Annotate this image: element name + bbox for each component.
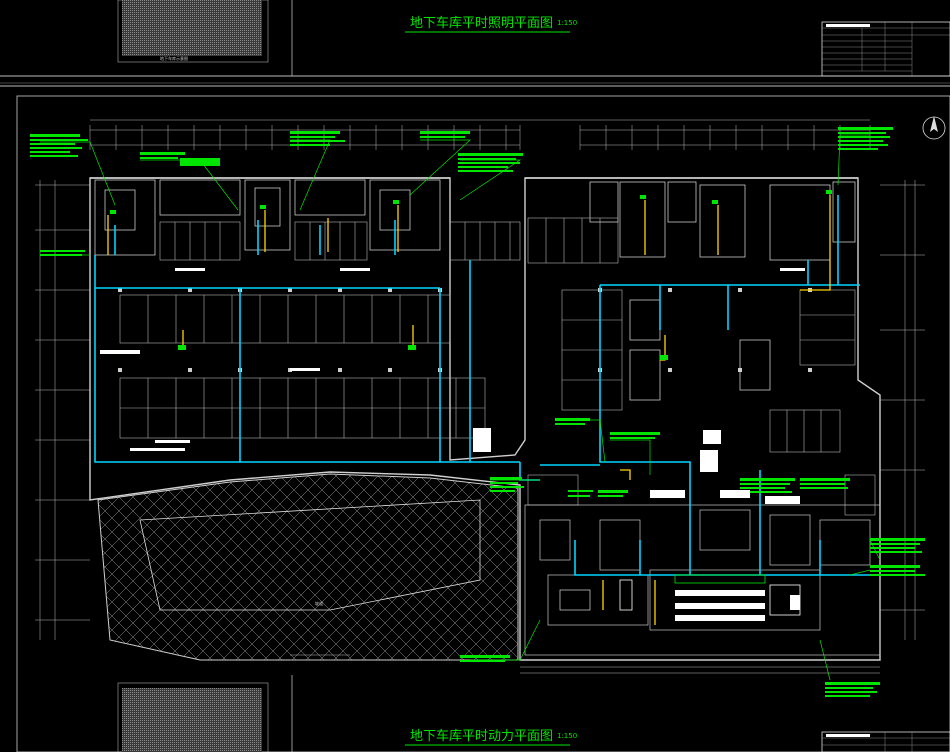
circuit-labels xyxy=(30,127,925,697)
stair-core-rooms-right xyxy=(589,181,856,401)
stair-core-rooms-left xyxy=(94,179,441,256)
top-drawing-scale: 1:150 xyxy=(557,19,577,27)
white-annotation-blocks xyxy=(100,268,805,504)
distribution-boxes xyxy=(110,190,832,360)
parking-stalls-right xyxy=(527,217,876,516)
thumb-caption: 地下车库示意图 xyxy=(160,55,188,61)
structural-columns xyxy=(118,288,812,372)
building-walls xyxy=(89,177,881,661)
top-sheet-strip: 地下车库示意图 xyxy=(0,0,950,87)
yellow-feeder-runs xyxy=(107,195,831,625)
switchgear-cabinets xyxy=(559,574,801,621)
dimension-lines-left xyxy=(35,180,90,640)
dimension-lines-top xyxy=(90,119,870,146)
top-drawing-title: 地下车库平时照明平面图 xyxy=(410,15,553,31)
main-frame xyxy=(16,95,950,752)
title-block-bottom xyxy=(821,731,950,752)
parking-stalls-top-left xyxy=(159,221,521,261)
equipment-rooms xyxy=(524,504,881,656)
bottom-drawing-scale: 1:150 xyxy=(557,732,577,740)
north-arrow-icon xyxy=(922,116,946,140)
cable-tray-network xyxy=(94,195,880,576)
ramp-hatched-area: 坡道 xyxy=(97,473,519,661)
bottom-drawing-title: 地下车库平时动力平面图 xyxy=(410,728,553,744)
bottom-sheet-strip xyxy=(117,675,293,752)
dimension-ticks-top xyxy=(89,125,871,150)
title-block-top xyxy=(821,21,950,77)
parking-stalls-middle-left xyxy=(119,294,486,439)
dimension-lines-bottom xyxy=(290,654,880,674)
svg-text:坡道: 坡道 xyxy=(315,600,323,606)
